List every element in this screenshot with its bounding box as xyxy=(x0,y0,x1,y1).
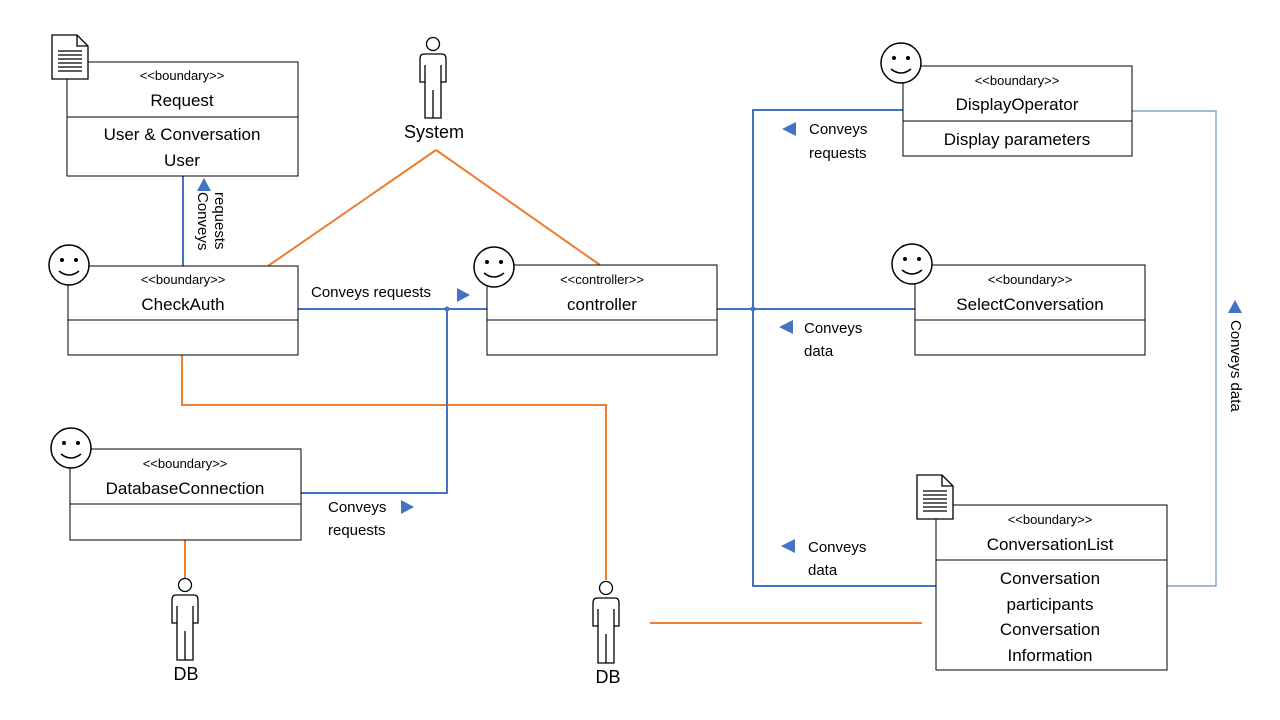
request-attribute: User xyxy=(164,151,200,170)
dbconnection-controller-line xyxy=(301,309,448,494)
person-icon xyxy=(171,577,199,661)
label-display-operator: Conveys requests xyxy=(809,121,867,162)
smiley-icon xyxy=(880,42,922,84)
database-connection-name: DatabaseConnection xyxy=(106,479,265,498)
flow-lines xyxy=(182,109,936,587)
class-controller[interactable]: <<controller>> controller xyxy=(486,264,718,356)
conversation-list-attribute: Conversation xyxy=(1000,569,1100,588)
actor-db-center-label: DB xyxy=(595,667,620,687)
arrow-right-checkauth-controller xyxy=(457,288,470,302)
label-line: data xyxy=(804,343,834,360)
arrow-left-selectconversation xyxy=(779,320,793,334)
class-checkauth[interactable]: <<boundary>> CheckAuth xyxy=(67,265,299,356)
arrow-left-displayoperator xyxy=(782,122,796,136)
display-operator-name: DisplayOperator xyxy=(956,95,1079,114)
actor-system[interactable]: System xyxy=(404,36,464,143)
smiley-icon xyxy=(891,243,933,285)
smiley-icon xyxy=(48,244,90,286)
request-name: Request xyxy=(150,91,214,110)
class-select-conversation[interactable]: <<boundary>> SelectConversation xyxy=(914,264,1146,356)
label-line: Conveys xyxy=(328,499,386,516)
label-request-checkauth: Conveys requests xyxy=(194,192,228,250)
label-line: Conveys xyxy=(808,539,866,556)
actor-db-left[interactable]: DB xyxy=(171,577,199,685)
junction-dot-left xyxy=(444,306,450,312)
select-conversation-name: SelectConversation xyxy=(956,295,1103,314)
association-lines xyxy=(181,149,922,624)
database-connection-stereotype: <<boundary>> xyxy=(143,456,228,471)
label-line: requests xyxy=(809,145,867,162)
junction-dot-right xyxy=(750,306,756,312)
conversation-list-attribute: participants xyxy=(1007,595,1094,614)
system-to-checkauth-line xyxy=(267,149,437,267)
display-operator-attribute: Display parameters xyxy=(944,130,1090,149)
checkauth-name: CheckAuth xyxy=(141,295,224,314)
conversation-list-name: ConversationList xyxy=(987,535,1114,554)
checkauth-stereotype: <<boundary>> xyxy=(141,272,226,287)
select-conversation-stereotype: <<boundary>> xyxy=(988,272,1073,287)
arrow-right-db-controller xyxy=(401,500,414,514)
smiley-icon xyxy=(473,246,515,288)
right-vertical-bus-line xyxy=(752,109,936,587)
label-line: Conveys xyxy=(194,192,211,250)
document-icon xyxy=(51,34,89,80)
checkauth-to-db-center-line xyxy=(181,355,607,580)
label-db-controller: Conveys requests xyxy=(328,499,386,539)
arrow-up-right-data xyxy=(1228,300,1242,313)
request-attribute: User & Conversation xyxy=(104,125,261,144)
system-to-controller-line xyxy=(435,149,601,266)
arrow-left-conversationlist xyxy=(781,539,795,553)
class-conversation-list[interactable]: <<boundary>> ConversationList Conversati… xyxy=(935,504,1168,671)
label-conversation-list: Conveys data xyxy=(808,539,866,579)
person-icon xyxy=(592,580,620,664)
label-checkauth-controller: Conveys requests xyxy=(311,284,431,301)
class-database-connection[interactable]: <<boundary>> DatabaseConnection xyxy=(69,448,302,541)
label-line: Conveys xyxy=(804,320,862,337)
actor-db-center[interactable]: DB xyxy=(592,580,621,688)
class-request[interactable]: <<boundary>> Request User & Conversation… xyxy=(66,61,299,177)
arrows xyxy=(197,122,1242,553)
document-icon xyxy=(916,474,954,520)
conversation-list-attribute: Conversation xyxy=(1000,620,1100,639)
label-line: Conveys data xyxy=(1227,320,1244,412)
controller-name: controller xyxy=(567,295,637,314)
display-operator-stereotype: <<boundary>> xyxy=(975,73,1060,88)
controller-stereotype: <<controller>> xyxy=(560,272,644,287)
request-stereotype: <<boundary>> xyxy=(140,68,225,83)
arrow-up-request xyxy=(197,178,211,191)
actor-system-label: System xyxy=(404,122,464,142)
conversationlist-displayoperator-data-line xyxy=(1132,110,1217,587)
person-icon xyxy=(419,36,447,119)
label-line: Conveys xyxy=(809,121,867,138)
smiley-icon xyxy=(50,427,92,469)
label-line: requests xyxy=(211,192,228,250)
label-line: data xyxy=(808,562,838,579)
label-select-conversation: Conveys data xyxy=(804,320,862,360)
label-right-data: Conveys data xyxy=(1227,320,1244,412)
conversation-list-attribute: Information xyxy=(1007,646,1092,665)
conversation-list-stereotype: <<boundary>> xyxy=(1008,512,1093,527)
actor-db-left-label: DB xyxy=(173,664,198,684)
label-line: requests xyxy=(328,522,386,539)
class-display-operator[interactable]: <<boundary>> DisplayOperator Display par… xyxy=(902,65,1133,157)
